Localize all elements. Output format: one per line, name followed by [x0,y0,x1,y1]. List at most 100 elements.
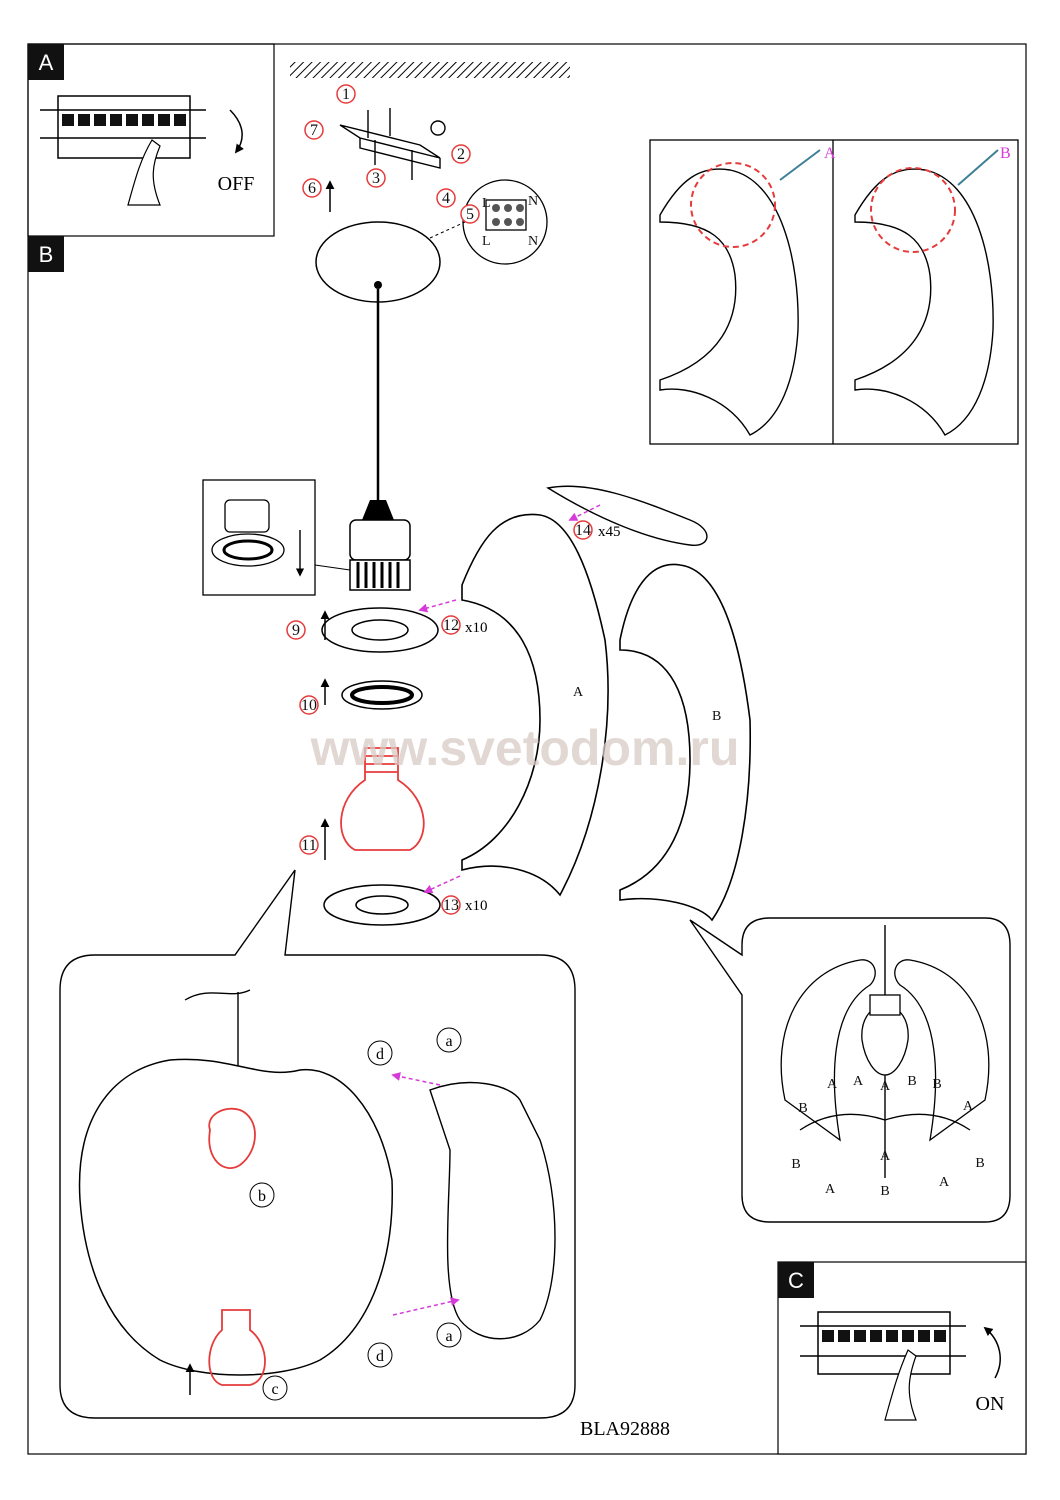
leaf-label-a: A [573,685,584,700]
watermark: www.svetodom.ru [310,720,740,776]
breaker-switch [838,1330,850,1342]
bottom-ring-icon [323,884,441,926]
step-11-number: 11 [301,837,316,854]
step-2-number: 2 [457,146,465,163]
step-7-number: 7 [310,122,318,139]
assembled-label: A [880,1149,891,1164]
step-6-number: 6 [308,180,316,197]
leaf-comparison-panel: A B [649,139,1019,445]
assembled-lamp-bubble [689,917,1011,1223]
assembled-label: B [880,1184,889,1199]
step-1-number: 1 [342,86,350,103]
breaker-switch [886,1330,898,1342]
step-4-number: 4 [442,190,450,207]
variant-label-b: B [1000,145,1011,162]
circuit-breaker-on-icon [800,1311,1001,1421]
terminal-n-bottom: N [528,234,538,249]
breaker-switch [78,114,90,126]
leaf-label-b: B [712,709,721,724]
step-8-inset [202,479,351,596]
off-label: OFF [218,173,255,195]
light-bulb-icon [320,747,425,860]
step-7-badge [304,120,324,140]
assembled-label: B [975,1156,984,1171]
breaker-switch [110,114,122,126]
ceiling-canopy-icon [315,221,441,500]
arrow-b [957,149,999,186]
page-frame [27,43,1027,1455]
breaker-switch [174,114,186,126]
callout-c: c [271,1381,278,1398]
breaker-switch [870,1330,882,1342]
assembled-label: A [825,1182,836,1197]
step-6-badge [302,178,322,198]
assembled-label: B [907,1074,916,1089]
on-label: ON [976,1393,1005,1415]
lamp-holder-icon [349,500,411,591]
step-3-badge [366,168,386,188]
qty-14: x45 [598,524,621,540]
step-12-number: 12 [443,617,459,634]
section-c-tag [778,1262,814,1298]
assembly-detail-bubble [59,869,576,1419]
top-ring-icon [320,607,439,653]
step-14-badge [573,520,593,540]
breaker-switch [854,1330,866,1342]
step-9-badge [286,620,306,640]
variant-label-a: A [824,145,836,162]
step-5-number: 5 [466,206,474,223]
qty-12: x10 [465,620,488,636]
section-a-tag-text: A [39,50,54,75]
breaker-switch [902,1330,914,1342]
mounting-bracket-icon [339,108,446,180]
assembled-label: A [853,1074,864,1089]
highlight-b-circle [870,167,956,253]
circuit-breaker-off-icon [40,95,244,206]
callout-d-bottom: d [376,1348,384,1365]
product-code: BLA92888 [580,1418,670,1440]
terminal-l-bottom: L [482,234,491,249]
assembled-label: A [827,1077,838,1092]
step-11-badge [299,835,319,855]
section-a-panel: A OFF [27,43,275,237]
breaker-switch [822,1330,834,1342]
step-badges: 1234567891011121314 [286,84,593,915]
terminal-l-top: L [482,196,491,211]
breaker-switch [126,114,138,126]
assembled-label: B [932,1077,941,1092]
assembled-label: A [963,1099,974,1114]
step-10-badge [299,695,319,715]
step-4-badge [436,188,456,208]
assembled-label: B [798,1101,807,1116]
qty-13: x10 [465,898,488,914]
highlight-a-circle [690,162,776,248]
arrow-a [779,149,821,181]
breaker-switch [158,114,170,126]
assembled-label: B [791,1157,800,1172]
step-12-badge [441,615,461,635]
terminal-n-top: N [528,194,538,209]
callout-a-bottom: a [445,1328,452,1345]
step-14-number: 14 [575,522,591,539]
step-3-number: 3 [372,170,380,187]
step-13-badge [441,895,461,915]
assembled-label: A [939,1175,950,1190]
breaker-switch [918,1330,930,1342]
section-c-panel: C ON [777,1261,1027,1455]
section-b-tag-text: B [39,242,54,267]
section-b-tag [28,236,64,272]
leaf-top-icon [546,485,708,546]
step-13-number: 13 [443,897,459,914]
step-9-number: 9 [292,622,300,639]
step-1-badge [336,84,356,104]
breaker-switch [62,114,74,126]
step-2-badge [451,144,471,164]
step-5-badge [460,204,480,224]
step-10-number: 10 [301,697,317,714]
breaker-switch [142,114,154,126]
leaf-a-variant [659,168,799,436]
leaf-b-icon [619,563,752,922]
section-a-tag [28,44,64,80]
breaker-switch [934,1330,946,1342]
